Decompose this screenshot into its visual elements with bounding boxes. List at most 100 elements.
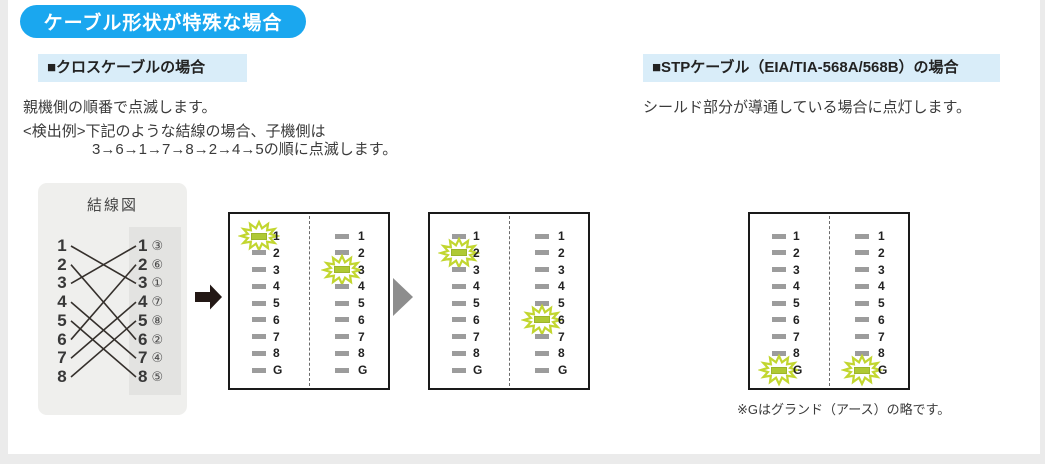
wiring-left-pin: 2 (57, 254, 67, 274)
led-off (335, 367, 349, 373)
blink-order-number: ⑧ (151, 312, 164, 328)
led-label: 1 (473, 229, 480, 243)
led-label: 7 (273, 329, 280, 344)
led-off (452, 300, 466, 306)
wiring-right-pin-number: 4 (138, 292, 148, 312)
panel-divider-dashed (309, 216, 310, 386)
led-off (772, 317, 786, 323)
blink-order-number: ⑤ (151, 368, 164, 384)
led-label: 1 (358, 229, 365, 243)
led-label: 4 (878, 279, 885, 294)
led-label: G (273, 363, 283, 377)
led-off (452, 283, 466, 289)
led-off (855, 300, 869, 306)
led-label: 3 (273, 262, 280, 277)
led-off (772, 283, 786, 289)
led-off (335, 233, 349, 239)
led-label: 4 (273, 279, 280, 294)
led-label: 2 (273, 245, 280, 260)
led-off (772, 233, 786, 239)
led-label: 6 (878, 312, 885, 327)
led-off (335, 350, 349, 356)
led-off (535, 233, 549, 239)
led-label: 6 (273, 312, 280, 327)
led-label: 3 (473, 262, 480, 277)
led-label: 8 (558, 346, 565, 361)
led-off (452, 350, 466, 356)
wiring-right-pin-number: 1 (138, 236, 148, 255)
led-label: G (878, 363, 888, 377)
wiring-right-pin-number: 8 (138, 366, 148, 386)
led-label: 7 (878, 329, 885, 344)
wiring-lines (70, 245, 137, 378)
wiring-right-pin-number: 7 (138, 348, 148, 368)
led-off (772, 334, 786, 339)
led-label: 3 (793, 262, 800, 277)
led-off (452, 334, 466, 339)
led-off (535, 367, 549, 373)
led-off (535, 283, 549, 289)
arrow-right-icon (195, 284, 222, 310)
stp-cable-heading: ■STPケーブル（EIA/TIA-568A/568B）の場合 (643, 54, 1000, 82)
led-label: 2 (878, 245, 885, 260)
led-off (535, 350, 549, 356)
wiring-left-pin: 3 (57, 273, 67, 293)
ground-footnote: ※Gはグランド（アース）の略です。 (737, 402, 951, 417)
led-label: 3 (878, 262, 885, 277)
led-label: 8 (793, 346, 800, 361)
led-off (535, 250, 549, 256)
led-label: 5 (558, 296, 565, 310)
led-label: 4 (558, 279, 565, 294)
led-label: 7 (558, 329, 565, 344)
content-area: ケーブル形状が特殊な場合 ■クロスケーブルの場合 親機側の順番で点滅します。 <… (8, 0, 1040, 454)
led-on (334, 266, 350, 273)
led-off (335, 283, 349, 289)
led-off (535, 300, 549, 306)
led-label: 1 (878, 229, 885, 243)
led-off (335, 300, 349, 306)
wiring-left-pin: 6 (57, 329, 67, 349)
led-off (252, 283, 266, 289)
led-off (452, 267, 466, 272)
led-label: 7 (793, 329, 800, 344)
blink-order-number: ① (151, 275, 164, 291)
led-label: 7 (358, 329, 365, 344)
led-label: 8 (358, 346, 365, 361)
led-label: 1 (558, 229, 565, 243)
led-on (771, 366, 787, 374)
led-off (335, 317, 349, 323)
wiring-diagram-title: 結線図 (86, 197, 138, 214)
led-on (854, 366, 870, 374)
detection-example-line: <検出例>下記のような結線の場合、子機側は (23, 123, 326, 140)
led-label: 1 (273, 229, 280, 243)
wiring-left-pin: 1 (57, 236, 67, 255)
led-on (251, 232, 267, 240)
led-off (855, 233, 869, 239)
led-label: 2 (793, 245, 800, 260)
led-off (855, 283, 869, 289)
led-off (252, 300, 266, 306)
led-off (772, 300, 786, 306)
led-label: 1 (793, 229, 800, 243)
led-label: 3 (558, 262, 565, 277)
led-off (252, 367, 266, 373)
led-label: 7 (473, 329, 480, 344)
cross-cable-desc: 親機側の順番で点滅します。 (23, 99, 217, 116)
led-off (452, 317, 466, 323)
led-label: 8 (273, 346, 280, 361)
wiring-left-pin: 5 (57, 310, 67, 330)
led-off (335, 334, 349, 339)
led-label: 6 (358, 312, 365, 327)
led-label: 6 (473, 312, 480, 327)
wiring-right-pin-number: 6 (138, 329, 148, 349)
led-off (772, 350, 786, 356)
led-off (252, 317, 266, 323)
led-off (855, 334, 869, 339)
stp-cable-desc: シールド部分が導通している場合に点灯します。 (643, 99, 972, 116)
led-off (252, 267, 266, 272)
